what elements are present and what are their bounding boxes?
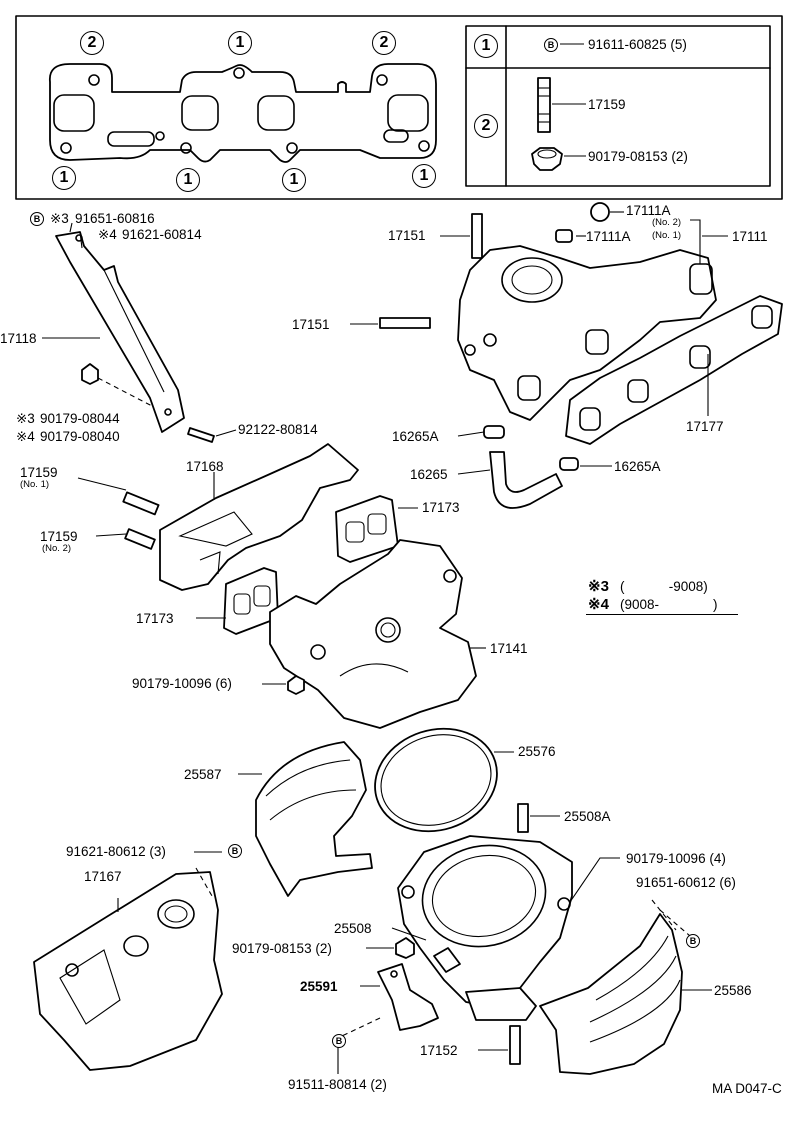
b-mark-17167: B — [228, 844, 242, 858]
label-17141: 17141 — [490, 641, 528, 656]
b-mark-91511: B — [332, 1034, 346, 1048]
label-17159-no2: 17159 — [40, 529, 78, 544]
bracket-25591 — [377, 963, 439, 1031]
label-25586: 25586 — [714, 983, 752, 998]
clamp-16265A-lower — [559, 457, 579, 471]
label-17151-lower: 17151 — [292, 317, 330, 332]
heat-insulator-25587 — [255, 741, 373, 897]
label-prefix-3b: ※3 — [16, 411, 35, 426]
label-91621-60814: 91621-60814 — [122, 227, 202, 242]
label-91651-60612: 91651-60612 (6) — [636, 875, 736, 890]
label-17111: 17111 — [732, 229, 768, 244]
plug-17111A-no2 — [590, 202, 610, 222]
nut-90179-10096-icon — [287, 675, 305, 695]
manifold-stay-bracket — [55, 231, 185, 433]
label-17173-upper: 17173 — [422, 500, 460, 515]
clamp-16265A-upper — [483, 425, 505, 439]
label-17111A-no2-note: (No. 2) — [652, 217, 682, 228]
stud-17151-lower — [379, 317, 431, 329]
stud-25508A — [517, 803, 529, 833]
stud-17151-upper — [471, 213, 483, 259]
legend-part-91611: 91611-60825 (5) — [588, 37, 687, 52]
label-17111A-no1: 17111A — [586, 229, 631, 244]
legend-part-90179-08153: 90179-08153 (2) — [588, 149, 688, 164]
exhaust-gasket-outline — [48, 63, 437, 163]
label-17168: 17168 — [186, 459, 224, 474]
label-25576: 25576 — [518, 744, 556, 759]
label-17111A-no2: 17111A — [626, 203, 671, 218]
heat-insulator-17168 — [159, 443, 359, 591]
stud-17159-no2 — [124, 528, 156, 550]
label-92122-80814: 92122-80814 — [238, 422, 318, 437]
label-date-range-3: ( -9008) — [620, 579, 708, 594]
label-25587: 25587 — [184, 767, 222, 782]
date-legend-rule — [586, 614, 738, 615]
bolt-92122-icon — [187, 427, 215, 443]
b-mark-25586: B — [686, 934, 700, 948]
label-91651-60816: 91651-60816 — [75, 211, 155, 226]
callout-top-3: 2 — [372, 31, 396, 55]
heat-insulator-25586 — [539, 913, 683, 1075]
label-17118: 17118 — [0, 331, 37, 346]
callout-top-2: 1 — [228, 31, 252, 55]
label-91621-80612: 91621-80612 (3) — [66, 844, 166, 859]
callout-top-1: 2 — [80, 31, 104, 55]
label-prefix-3a: ※3 — [50, 211, 69, 226]
callout-bottom-1: 1 — [52, 166, 76, 190]
nut-90179-08153-icon — [531, 147, 563, 171]
nut-90179-08044-icon — [81, 363, 99, 385]
label-16265A-lower: 16265A — [614, 459, 661, 474]
gasket-detail-frame — [15, 15, 783, 200]
label-date-mark-4: ※4 — [588, 596, 609, 613]
stud-17159-no1 — [122, 491, 160, 516]
nut-90179-08153-lower-icon — [395, 937, 415, 959]
legend-b-mark: B — [544, 38, 558, 52]
plug-17111A-no1 — [555, 229, 573, 243]
stud-17152 — [509, 1025, 521, 1065]
label-17159-no2-note: (No. 2) — [42, 543, 72, 554]
turbine-outlet-elbow-17141 — [269, 539, 477, 729]
legend-key-1: 1 — [474, 34, 498, 58]
gasket-legend-table — [465, 25, 771, 187]
callout-bottom-3: 1 — [282, 168, 306, 192]
label-90179-10096-upper: 90179-10096 (6) — [132, 676, 232, 691]
label-17111A-no1-note: (No. 1) — [652, 230, 682, 241]
label-17159-no1-note: (No. 1) — [20, 479, 50, 490]
label-90179-10096-lower: 90179-10096 (4) — [626, 851, 726, 866]
label-17173-lower: 17173 — [136, 611, 174, 626]
label-16265: 16265 — [410, 467, 448, 482]
label-16265A-upper: 16265A — [392, 429, 439, 444]
catalytic-converter-25508 — [397, 835, 573, 1007]
label-25508: 25508 — [334, 921, 372, 936]
hose-16265 — [489, 451, 563, 509]
label-prefix-4b: ※4 — [16, 429, 35, 444]
label-91511-80814: 91511-80814 (2) — [288, 1077, 387, 1092]
heat-insulator-17167 — [33, 871, 223, 1071]
callout-bottom-2: 1 — [176, 168, 200, 192]
label-prefix-4a: ※4 — [98, 227, 117, 242]
ring-gasket-25576 — [374, 727, 498, 833]
label-25591: 25591 — [300, 979, 338, 994]
label-17151-upper: 17151 — [388, 228, 426, 243]
label-90179-08044: 90179-08044 — [40, 411, 120, 426]
legend-part-17159: 17159 — [588, 97, 626, 112]
label-date-mark-3: ※3 — [588, 578, 609, 595]
stud-17159-icon — [537, 77, 551, 133]
label-17159-no1: 17159 — [20, 465, 58, 480]
label-date-range-4: (9008- ) — [620, 597, 718, 612]
manifold-flange — [565, 295, 783, 445]
drawing-code: MA D047-C — [712, 1081, 782, 1096]
label-90179-08040: 90179-08040 — [40, 429, 120, 444]
label-25508A: 25508A — [564, 809, 611, 824]
b-mark-bracket: B — [30, 212, 44, 226]
label-17177: 17177 — [686, 419, 724, 434]
callout-bottom-4: 1 — [412, 164, 436, 188]
label-90179-08153-lower: 90179-08153 (2) — [232, 941, 332, 956]
label-17152: 17152 — [420, 1043, 458, 1058]
legend-key-2: 2 — [474, 114, 498, 138]
label-17167: 17167 — [84, 869, 122, 884]
